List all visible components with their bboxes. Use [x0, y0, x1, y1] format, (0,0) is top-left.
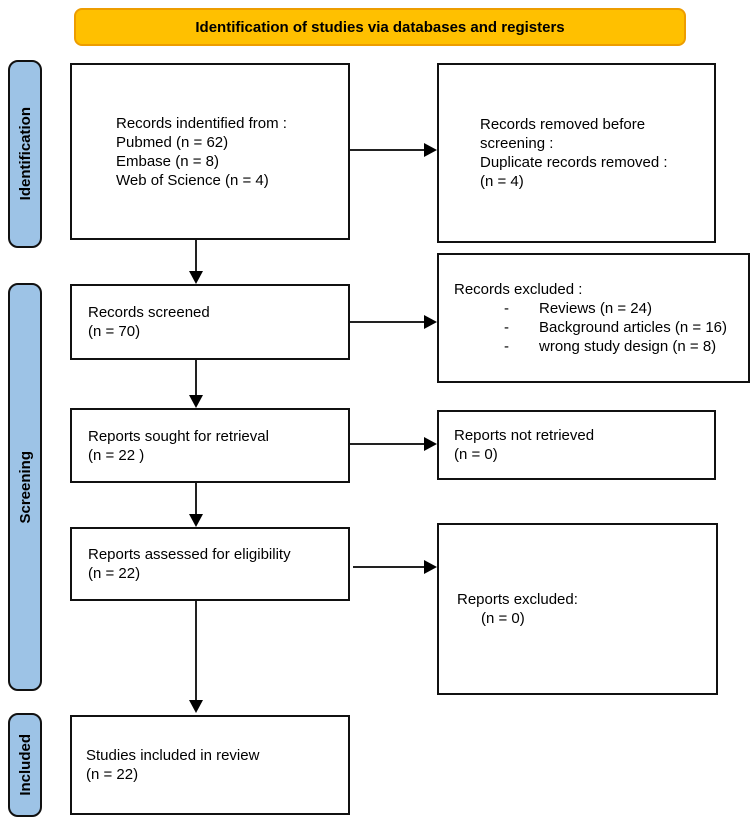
box-text-line: Embase (n = 8): [116, 152, 219, 170]
box-text-line: Reports excluded:: [457, 591, 578, 608]
box-text-line: (n = 22 ): [88, 446, 145, 464]
box-text-line: Duplicate records removed :: [480, 154, 668, 171]
box-text-line: Reports sought for retrieval: [88, 427, 269, 445]
box-records-removed: Records removed before screening : Dupli…: [437, 63, 716, 243]
box-reports-excluded: Reports excluded: (n = 0): [437, 523, 718, 695]
box-text-line: Records removed before: [480, 116, 646, 133]
box-text-line: Records excluded :: [454, 281, 583, 298]
phase-label-screening: Screening: [16, 450, 34, 524]
arrow-down-icon: [189, 700, 203, 713]
arrow-down-icon: [189, 395, 203, 408]
box-text-line: Web of Science (n = 4): [116, 171, 269, 189]
phase-bar-included: Included: [8, 713, 42, 817]
arrow-right-icon: [424, 437, 437, 451]
arrow-right-icon: [424, 315, 437, 329]
box-text-line: Studies included in review: [86, 747, 260, 764]
arrow-line: [350, 321, 424, 323]
banner-identification-of-studies: Identification of studies via databases …: [74, 8, 686, 46]
box-text-line: screening :: [480, 135, 554, 152]
box-records-excluded: Records excluded : - Reviews (n = 24) - Ba…: [437, 253, 750, 383]
arrow-right-icon: [424, 143, 437, 157]
excluded-reason-item: - Reviews (n = 24): [454, 299, 748, 318]
phase-label-included: Included: [16, 734, 34, 796]
arrow-line: [353, 566, 424, 568]
box-reports-not-retrieved: Reports not retrieved (n = 0): [437, 410, 716, 480]
box-text-line: Records indentified from :: [116, 114, 287, 132]
box-text-line: Reports assessed for eligibility: [88, 546, 291, 563]
excluded-reason-text: wrong study design (n = 8): [539, 338, 717, 355]
box-text-line: (n = 4): [480, 173, 524, 190]
arrow-line: [195, 360, 197, 395]
bullet-dash: -: [504, 300, 509, 317]
arrow-down-icon: [189, 271, 203, 284]
phase-label-identification: Identification: [16, 107, 34, 201]
box-reports-assessed: Reports assessed for eligibility (n = 22…: [70, 527, 350, 601]
box-text-line: (n = 0): [481, 610, 525, 627]
phase-bar-screening: Screening: [8, 283, 42, 691]
arrow-line: [350, 149, 424, 151]
box-text-line: (n = 22): [88, 565, 141, 582]
arrow-line: [195, 240, 197, 271]
excluded-reason-item: - Background articles (n = 16): [454, 318, 748, 337]
excluded-reason-text: Background articles (n = 16): [539, 319, 728, 336]
phase-bar-identification: Identification: [8, 60, 42, 248]
box-records-screened: Records screened (n = 70): [70, 284, 350, 360]
box-text-line: Reports not retrieved: [454, 427, 595, 444]
box-text-line: (n = 22): [86, 766, 139, 783]
bullet-dash: -: [504, 319, 509, 336]
arrow-line: [195, 601, 197, 700]
arrow-down-icon: [189, 514, 203, 527]
bullet-dash: -: [504, 338, 509, 355]
arrow-line: [195, 483, 197, 514]
box-text-line: Records screened: [88, 304, 210, 321]
arrow-line: [350, 443, 424, 445]
box-studies-included: Studies included in review (n = 22): [70, 715, 350, 815]
excluded-reason-item: - wrong study design (n = 8): [454, 337, 748, 356]
box-text-line: (n = 70): [88, 323, 141, 340]
box-text-line: Pubmed (n = 62): [116, 133, 229, 151]
arrow-right-icon: [424, 560, 437, 574]
excluded-reason-text: Reviews (n = 24): [539, 300, 652, 317]
box-reports-sought: Reports sought for retrieval (n = 22 ): [70, 408, 350, 483]
banner-label: Identification of studies via databases …: [195, 18, 565, 36]
box-text-line: (n = 0): [454, 446, 498, 463]
box-records-identified: Records indentified from : Pubmed (n = 6…: [70, 63, 350, 240]
